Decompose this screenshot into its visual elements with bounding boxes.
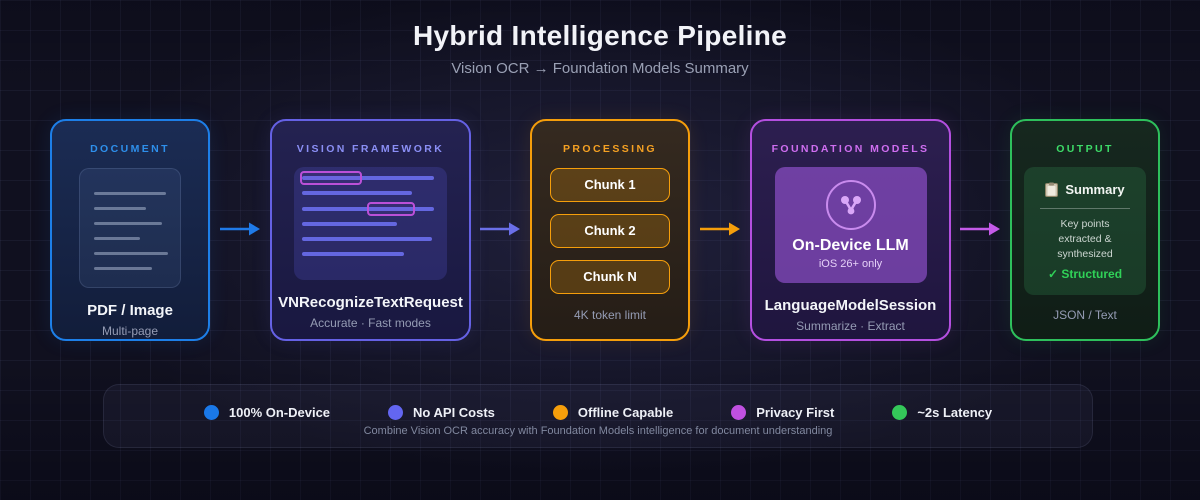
stage-label: PROCESSING [562, 143, 657, 155]
summary-description: Key points extracted & synthesized [1057, 218, 1113, 260]
legend-label: No API Costs [413, 405, 495, 420]
stage-card-document: DOCUMENT PDF / Image Multi-page [50, 119, 210, 341]
legend-item: 100% On-Device [203, 405, 331, 420]
panel-subtitle: iOS 26+ only [818, 258, 883, 270]
stage-title: LanguageModelSession [764, 297, 937, 314]
chunk-item: Chunk 2 [550, 214, 670, 248]
clipboard-icon [1045, 182, 1059, 197]
document-page-icon [79, 168, 181, 288]
legend-label: ~2s Latency [917, 405, 993, 420]
legend-dot [552, 405, 568, 420]
stage-title: PDF / Image [87, 302, 173, 319]
legend-label: Offline Capable [577, 405, 674, 420]
stage-subtitle: 4K token limit [573, 308, 647, 322]
stage-card-output: OUTPUT Summary Key points extracted & sy… [1010, 119, 1160, 341]
legend-label: Privacy First [756, 405, 835, 420]
legend-dot [203, 405, 219, 420]
summary-heading: Summary [1045, 182, 1125, 197]
legend-dot [731, 405, 747, 420]
stage-subtitle: JSON / Text [1053, 308, 1117, 322]
stage-label: VISION FRAMEWORK [296, 143, 445, 155]
llm-panel: On-Device LLM iOS 26+ only [774, 167, 927, 283]
legend-item: ~2s Latency [892, 405, 992, 420]
legend-bar: 100% On-Device No API Costs Offline Capa… [103, 384, 1093, 448]
legend-row: 100% On-Device No API Costs Offline Capa… [203, 405, 992, 420]
chunk-item: Chunk 1 [550, 168, 670, 202]
legend-item: No API Costs [388, 405, 495, 420]
ocr-highlight-box [300, 171, 362, 185]
summary-panel: Summary Key points extracted & synthesiz… [1024, 167, 1146, 295]
arrow-right-icon [699, 221, 741, 237]
arrow-right-icon [219, 221, 261, 237]
legend-item: Offline Capable [552, 405, 674, 420]
legend-item: Privacy First [731, 405, 834, 420]
page-subtitle: Vision OCR → Foundation Models Summary [451, 60, 749, 77]
stage-card-foundation-models: FOUNDATION MODELS On-Device LLM iOS 26+ … [750, 119, 951, 341]
ocr-highlight-box [367, 202, 415, 216]
legend-caption: Combine Vision OCR accuracy with Foundat… [363, 425, 833, 437]
stage-card-processing: PROCESSING Chunk 1 Chunk 2 Chunk N 4K to… [530, 119, 690, 341]
neural-network-icon [825, 180, 876, 230]
stage-label: FOUNDATION MODELS [771, 143, 930, 155]
structured-check-badge: ✓ Structured [1047, 267, 1123, 281]
divider [1040, 208, 1130, 209]
arrow-right-icon [959, 221, 1001, 237]
stage-subtitle: Multi-page [101, 324, 159, 338]
panel-title: Summary [1065, 182, 1125, 197]
ocr-text-scan-icon [294, 167, 447, 280]
legend-dot [388, 405, 404, 420]
stage-title: VNRecognizeTextRequest [278, 294, 463, 311]
panel-title: On-Device LLM [792, 237, 909, 254]
stage-subtitle: Accurate · Fast modes [310, 316, 431, 330]
stage-subtitle: Summarize · Extract [796, 319, 905, 333]
chunk-item: Chunk N [550, 260, 670, 294]
stage-label: OUTPUT [1056, 143, 1114, 155]
stage-card-vision-framework: VISION FRAMEWORK VNRecognizeTextRequest … [270, 119, 471, 341]
legend-label: 100% On-Device [228, 405, 331, 420]
chunk-stack: Chunk 1 Chunk 2 Chunk N [550, 168, 670, 306]
legend-dot [892, 405, 908, 420]
arrow-right-icon [479, 221, 521, 237]
page-title: Hybrid Intelligence Pipeline [412, 20, 788, 51]
stage-label: DOCUMENT [90, 143, 170, 155]
